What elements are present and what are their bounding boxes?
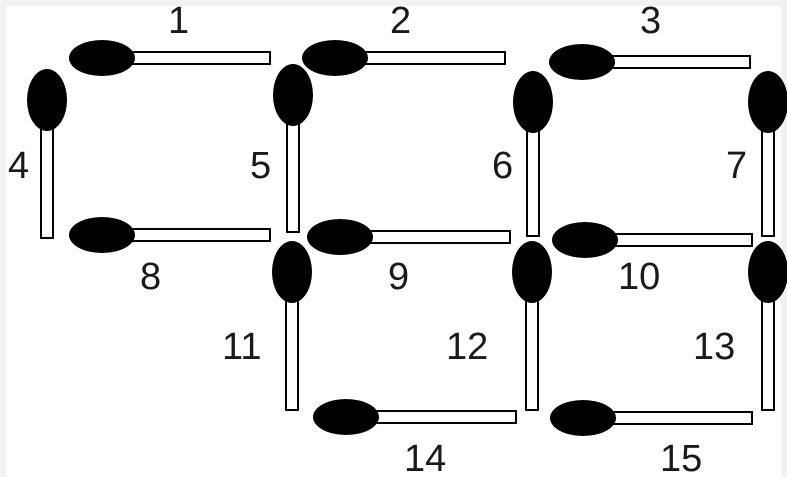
match-label-13: 13: [693, 328, 735, 366]
matchstick-10-head: [552, 222, 618, 258]
matchstick-14-stick: [366, 411, 516, 423]
matchstick-13-stick: [762, 292, 774, 410]
matchstick-13: [748, 241, 787, 410]
matchstick-14-head: [313, 399, 379, 435]
matchstick-7-head: [748, 71, 787, 133]
matchstick-6-stick: [527, 122, 539, 236]
matchstick-12: [512, 241, 552, 410]
matchstick-6-head: [513, 71, 553, 133]
matchstick-5-head: [273, 64, 313, 126]
matchstick-15-head: [550, 400, 616, 436]
matchstick-2: [302, 40, 505, 76]
matchstick-12-head: [512, 241, 552, 303]
match-label-2: 2: [390, 2, 411, 40]
match-label-15: 15: [660, 440, 702, 477]
matchstick-8-stick: [122, 229, 270, 241]
match-label-9: 9: [388, 258, 409, 296]
matchstick-2-stick: [355, 52, 505, 64]
matchstick-2-head: [302, 40, 368, 76]
matchstick-10: [552, 222, 752, 258]
matchstick-11-head: [272, 241, 312, 303]
matchstick-1-stick: [122, 52, 270, 64]
match-label-14: 14: [404, 440, 446, 477]
matchstick-3-stick: [602, 56, 750, 68]
matchstick-11: [272, 241, 312, 410]
matchstick-7-stick: [762, 122, 774, 236]
matchstick-5: [273, 64, 313, 232]
matchstick-14: [313, 399, 516, 435]
matchstick-8: [69, 217, 270, 253]
matchstick-10-stick: [605, 234, 752, 246]
matchstick-4-head: [27, 69, 67, 131]
matchstick-3: [549, 44, 750, 80]
match-label-4: 4: [8, 147, 29, 185]
matchstick-1-head: [69, 40, 135, 76]
match-label-12: 12: [446, 328, 488, 366]
matchstick-11-stick: [286, 292, 298, 410]
matchstick-9-head: [307, 219, 373, 255]
matchstick-9: [307, 219, 510, 255]
matchstick-15-stick: [603, 412, 752, 424]
matchstick-1: [69, 40, 270, 76]
matchstick-5-stick: [287, 115, 299, 232]
matchstick-4: [27, 69, 67, 238]
match-label-7: 7: [726, 147, 747, 185]
match-label-3: 3: [640, 2, 661, 40]
matchstick-9-stick: [360, 231, 510, 243]
match-label-5: 5: [250, 147, 271, 185]
matchstick-12-stick: [526, 292, 538, 410]
match-label-6: 6: [492, 147, 513, 185]
matchstick-7: [748, 71, 787, 236]
match-label-1: 1: [168, 2, 189, 40]
match-label-10: 10: [618, 258, 660, 296]
matchstick-6: [513, 71, 553, 236]
matchstick-4-stick: [41, 120, 53, 238]
matchstick-3-head: [549, 44, 615, 80]
match-label-8: 8: [140, 258, 161, 296]
matchstick-13-head: [748, 241, 787, 303]
matchstick-8-head: [69, 217, 135, 253]
match-label-11: 11: [222, 328, 261, 366]
matchstick-15: [550, 400, 752, 436]
